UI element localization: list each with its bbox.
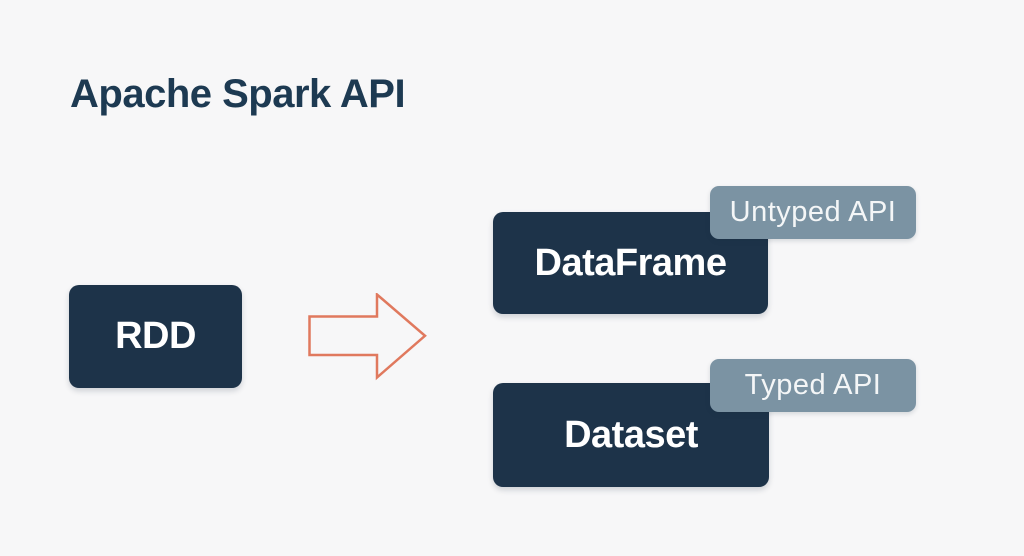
- dataset-box: Dataset: [493, 383, 769, 487]
- rdd-label: RDD: [115, 315, 196, 357]
- dataset-label: Dataset: [564, 413, 698, 456]
- dataframe-label: DataFrame: [534, 241, 727, 284]
- untyped-api-tag-label: Untyped API: [729, 196, 897, 228]
- arrow-right-icon: [308, 293, 427, 381]
- typed-api-tag-label: Typed API: [744, 369, 882, 401]
- rdd-box: RDD: [69, 285, 242, 388]
- diagram-title: Apache Spark API: [70, 72, 406, 116]
- typed-api-tag: Typed API: [710, 359, 916, 412]
- untyped-api-tag: Untyped API: [710, 186, 916, 239]
